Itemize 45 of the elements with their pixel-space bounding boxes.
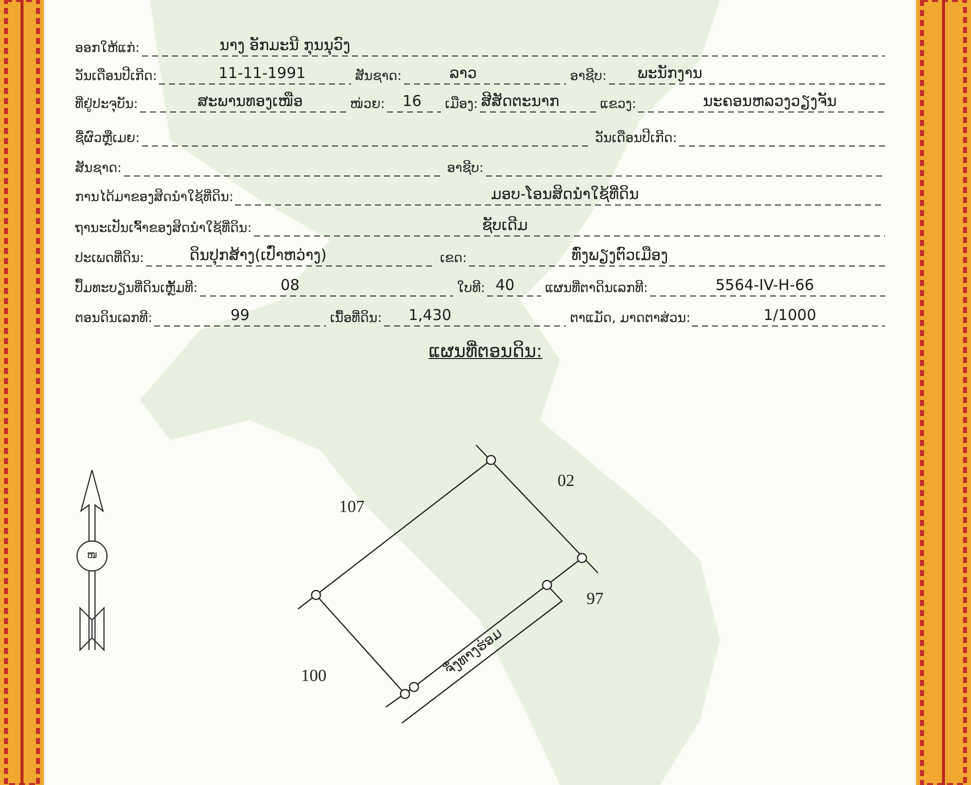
field-value: 08 (280, 276, 300, 294)
parcel-number: 107 (339, 498, 364, 516)
field-value: ມອບ-ໂອນສິດນຳໃຊ້ທີ່ດິນ (491, 185, 639, 203)
field-label: ໜ່ວຍ: (350, 96, 385, 114)
field-value: 11-11-1991 (218, 64, 306, 82)
field-label: ທີ່ຢູ່ປະຈຸບັນ: (75, 96, 138, 114)
parcel-number: 02 (558, 472, 574, 490)
north-letter: ໜ (87, 549, 98, 563)
field-value: ນາງ ອັກມະນີ ກຸນນຸວົງ (220, 36, 350, 54)
field-label: ສັນຊາດ: (355, 68, 402, 86)
field-value: 5564-IV-H-66 (716, 276, 814, 294)
field-value: ສະພານທອງເໜືອ (198, 92, 303, 110)
field-label: ຕາແມັດ, ມາດຕາສ່ວນ: (570, 310, 690, 328)
field-label: ວັນເດືອນປີເກີດ: (75, 68, 157, 86)
field-label: ເຂດ: (440, 250, 467, 268)
parcel-number: 100 (301, 667, 326, 685)
field-value: ລາວ (450, 64, 477, 82)
field-label: ວັນເດືອນປີເກີດ: (595, 130, 677, 148)
field-value: 40 (496, 276, 515, 294)
field-value: 1,430 (408, 306, 452, 324)
field-label: ສັນຊາດ: (75, 160, 122, 178)
field-value: ນະຄອນຫລວງວຽງຈັນ (703, 92, 837, 110)
field-label: ປຶ້ມທະບຽນທີ່ດິນເຫຼັ້ມທີ: (75, 280, 198, 298)
field-label: ອາຊີບ: (570, 68, 607, 86)
field-label: ອາຊີບ: (447, 160, 484, 178)
field-label: ໃບທີ: (457, 280, 486, 298)
field-value: ພະນັກງານ (638, 64, 702, 82)
field-label: ຕອນດິນເລກທີ: (75, 310, 152, 328)
field-label: ເມືອງ: (445, 96, 478, 114)
field-value: ດິນປຸກສ້າງ(ເປົ່າຫວ່າງ) (190, 246, 327, 264)
parcel-number: 97 (586, 590, 604, 608)
field-label: ຖານະເປັນເຈົ້າຂອງສິດນຳໃຊ້ທີ່ດິນ: (75, 220, 252, 238)
field-label: ເນື້ອທີ່ດິນ: (330, 310, 382, 328)
field-value: ທົ່ງພຽງຕົວເມືອງ (572, 246, 668, 264)
field-value: ຊັບເດີມ (482, 216, 528, 234)
field-value: 1/1000 (764, 306, 816, 324)
field-label: ແຜນທີ່ຕາດິນເລກທີ: (545, 280, 648, 298)
field-label: ການໄດ້ມາຂອງສິດນຳໃຊ້ທີ່ດິນ: (75, 189, 234, 207)
field-label: ຊື່ຜົວຫຼືເມຍ: (75, 130, 140, 148)
field-value: 16 (402, 92, 422, 110)
field-value: 99 (230, 306, 250, 324)
field-label: ແຂວງ: (600, 96, 636, 114)
field-value: ສີສັດຕະນາກ (481, 92, 560, 110)
field-label: ປະເພດທີ່ດິນ: (75, 250, 144, 268)
field-label: ອອກໃຫ້ແກ່: (75, 40, 140, 58)
